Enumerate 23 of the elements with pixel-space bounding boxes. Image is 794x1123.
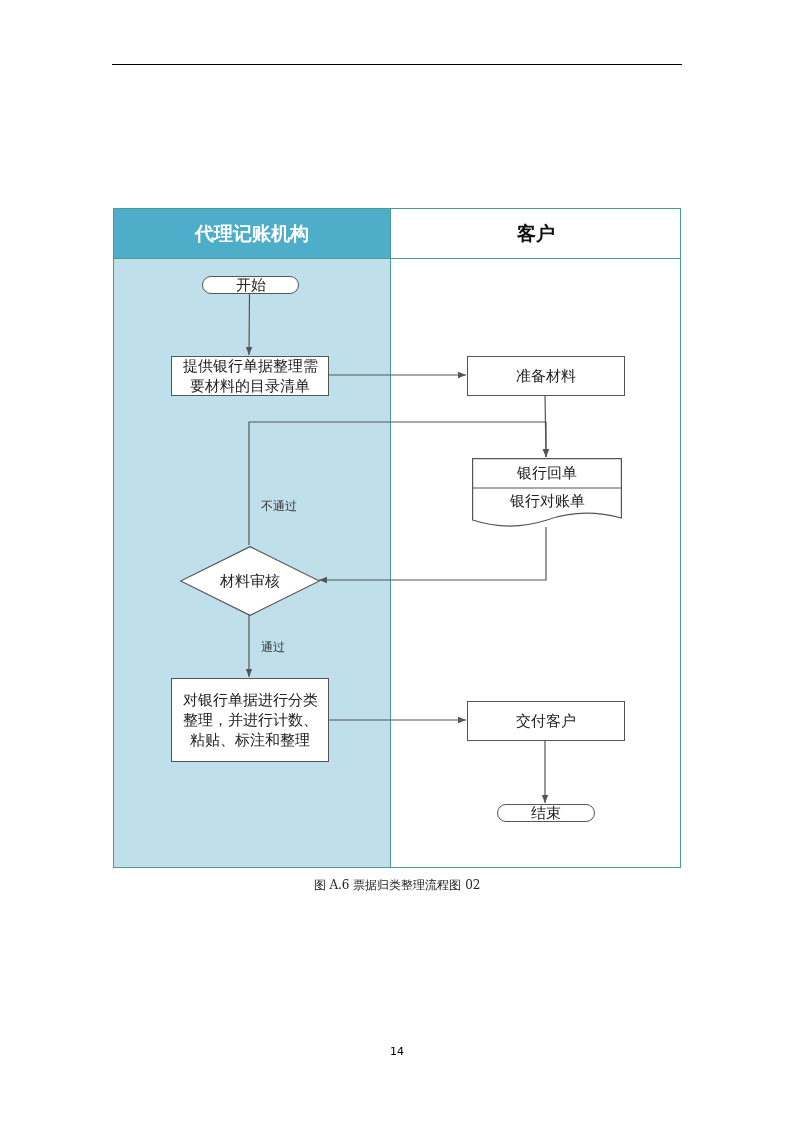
arrow bbox=[327, 716, 467, 724]
swimlane bbox=[113, 208, 391, 868]
process-box: 对银行单据进行分类整理，并进行计数、粘贴、标注和整理 bbox=[171, 678, 329, 762]
lane-header: 代理记账机构 bbox=[114, 209, 390, 259]
figure-caption: 图 A.6 票据归类整理流程图 02 bbox=[313, 878, 481, 892]
document-label: 银行对账单 bbox=[509, 491, 585, 512]
arrow bbox=[245, 614, 253, 678]
process-box: 交付客户 bbox=[467, 701, 625, 741]
arrow bbox=[541, 739, 549, 804]
terminator: 开始 bbox=[202, 276, 299, 294]
arrow bbox=[248, 421, 550, 546]
edge-label: 通过 bbox=[260, 639, 286, 656]
process-box: 提供银行单据整理需要材料的目录清单 bbox=[171, 356, 329, 396]
document-label: 银行回单 bbox=[517, 463, 577, 484]
decision-label: 材料审核 bbox=[220, 570, 280, 592]
process-box: 准备材料 bbox=[467, 356, 625, 396]
edge-label: 不通过 bbox=[260, 498, 298, 515]
arrow bbox=[327, 371, 467, 379]
terminator: 结束 bbox=[497, 804, 595, 822]
swimlane bbox=[390, 208, 681, 868]
arrow bbox=[318, 526, 547, 584]
page-number: 14 bbox=[390, 1045, 404, 1058]
arrow bbox=[245, 292, 253, 356]
